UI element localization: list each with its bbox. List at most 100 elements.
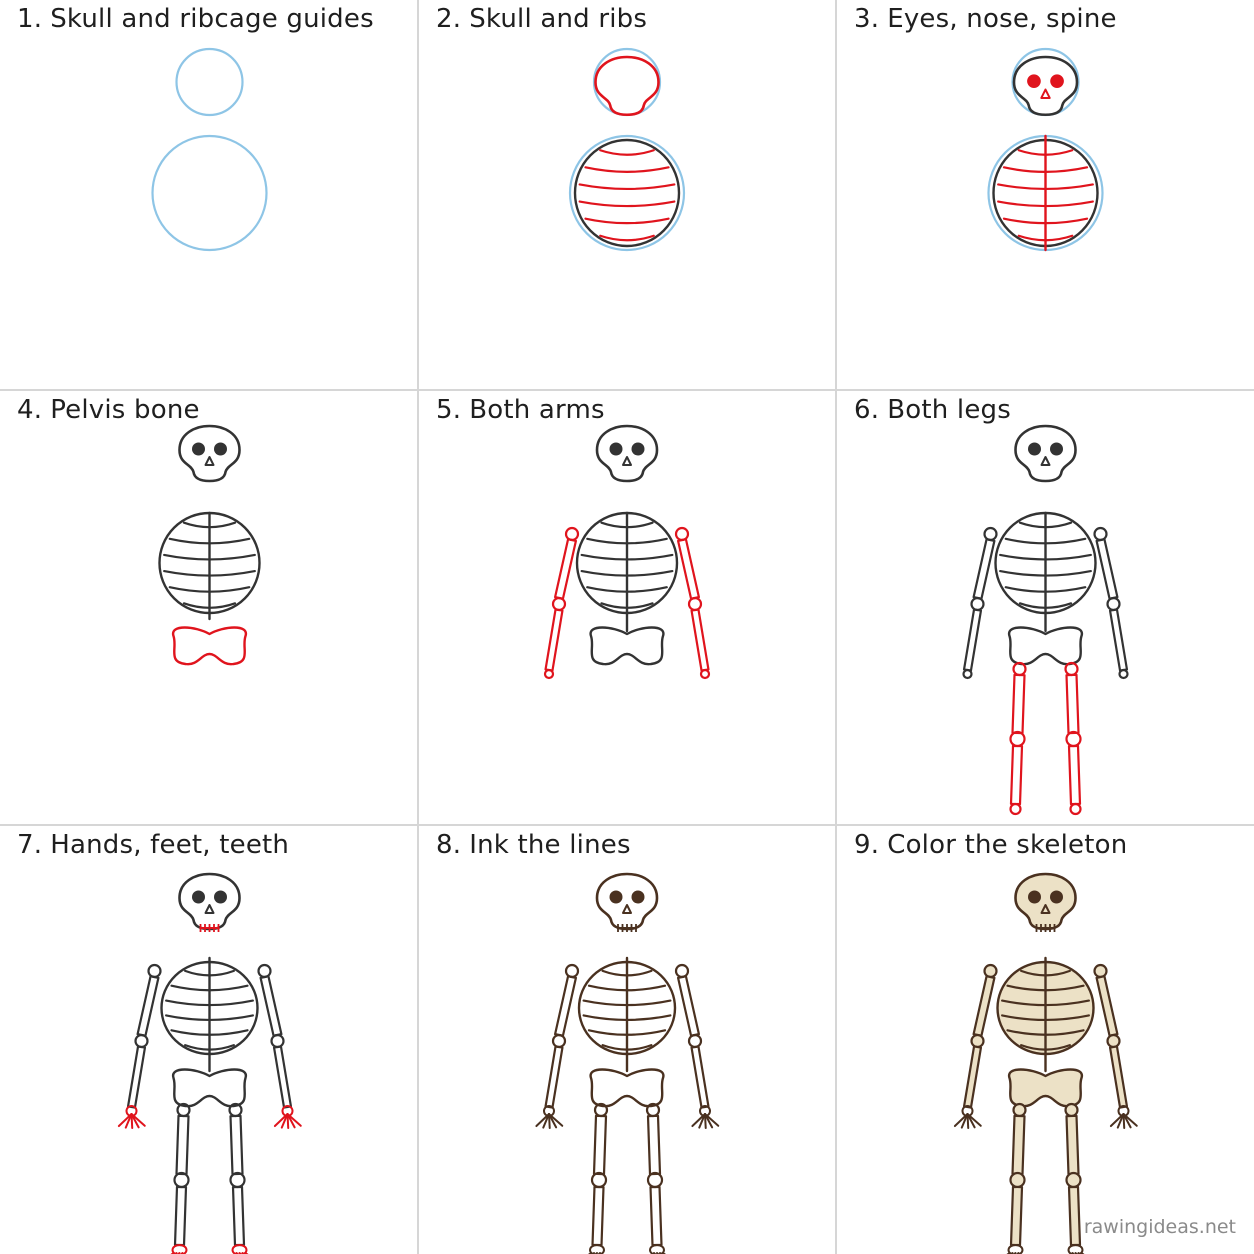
finger — [704, 1113, 720, 1127]
pelvis-bone — [1008, 626, 1083, 666]
nose-cavity — [622, 456, 632, 466]
left-eye-socket — [192, 890, 205, 904]
heel — [589, 1244, 605, 1254]
step-panel-2: 2.Skull and ribs — [419, 0, 835, 389]
skull-outline — [595, 424, 659, 483]
finger — [1109, 1113, 1125, 1128]
finger — [953, 1113, 969, 1128]
step-caption: 1.Skull and ribcage guides — [17, 4, 374, 34]
step-illustration-3 — [987, 47, 1104, 252]
finger — [548, 1113, 564, 1127]
forearm-bone — [962, 1045, 983, 1109]
right-eye-socket — [1050, 890, 1063, 904]
thigh-bone — [646, 1114, 662, 1176]
joint — [1064, 1102, 1079, 1118]
joint — [970, 1033, 985, 1049]
shin-bone — [1067, 744, 1082, 806]
shin-bone — [1067, 1185, 1082, 1247]
upper-arm-bone — [972, 538, 996, 600]
step-panel-4: 4.Pelvis bone — [0, 391, 417, 824]
upper-arm-bone — [676, 538, 701, 600]
shin-bone — [1009, 744, 1024, 806]
step-number: 6. — [854, 395, 880, 425]
forearm-bone — [690, 1045, 710, 1109]
rib — [578, 183, 676, 191]
step-caption: 8.Ink the lines — [436, 830, 631, 860]
thigh-bone — [175, 1114, 190, 1176]
finger — [286, 1113, 302, 1127]
step-panel-3: 3.Eyes, nose, spine — [837, 0, 1254, 389]
nose-cavity — [1040, 904, 1051, 914]
step-title: Eyes, nose, spine — [887, 4, 1117, 34]
skull-guide-circle — [592, 47, 662, 117]
joint — [551, 1033, 567, 1049]
shin-bone — [231, 1185, 246, 1247]
nose-cavity — [1040, 456, 1051, 466]
forearm-bone — [126, 1045, 147, 1109]
step-number: 1. — [17, 4, 43, 34]
left-eye-socket — [609, 890, 623, 904]
forearm-bone — [544, 608, 564, 672]
step-caption: 7.Hands, feet, teeth — [17, 830, 289, 860]
upper-arm-bone — [553, 538, 578, 600]
left-eye-socket — [1027, 74, 1041, 88]
ribcage-guide-circle — [151, 134, 268, 252]
skull-outline — [1014, 872, 1077, 931]
step-number: 3. — [854, 4, 880, 34]
left-eye-socket — [609, 442, 623, 456]
skull-outline — [178, 424, 241, 483]
heel — [649, 1244, 665, 1254]
forearm-bone — [1108, 608, 1129, 672]
finger — [117, 1113, 133, 1128]
forearm-bone — [1108, 1045, 1129, 1109]
left-eye-socket — [192, 442, 205, 456]
step-caption: 6.Both legs — [854, 395, 1011, 425]
joint — [962, 668, 973, 680]
ribcage-guide-circle — [568, 134, 686, 252]
step-number: 9. — [854, 830, 880, 860]
finger — [1122, 1113, 1138, 1127]
right-eye-socket — [631, 442, 645, 456]
skeleton-drawing — [962, 424, 1129, 816]
finger — [124, 1113, 133, 1129]
step-caption: 4.Pelvis bone — [17, 395, 200, 425]
joint — [1009, 802, 1022, 816]
grid-divider — [417, 0, 419, 1254]
step-number: 4. — [17, 395, 43, 425]
skeleton-drawing — [568, 47, 686, 252]
step-number: 2. — [436, 4, 462, 34]
thigh-bone — [229, 1114, 244, 1176]
heel — [171, 1244, 188, 1254]
step-illustration-1 — [151, 47, 268, 252]
step-title: Ink the lines — [469, 830, 631, 860]
step-caption: 9.Color the skeleton — [854, 830, 1127, 860]
left-eye-socket — [1028, 890, 1041, 904]
pelvis-bone — [589, 626, 665, 666]
forearm-bone — [962, 608, 983, 672]
step-panel-5: 5.Both arms — [419, 391, 835, 824]
shin-bone — [649, 1185, 663, 1247]
rib — [599, 234, 655, 242]
skeleton-drawing — [117, 872, 302, 1254]
joint — [270, 1033, 285, 1049]
step-illustration-8 — [535, 872, 720, 1254]
step-panel-1: 1.Skull and ribcage guides — [0, 0, 417, 389]
pelvis-bone — [172, 626, 247, 666]
grid-divider — [835, 0, 837, 1254]
joint — [1118, 668, 1129, 680]
step-number: 5. — [436, 395, 462, 425]
step-illustration-6 — [962, 424, 1129, 816]
step-title: Skull and ribs — [469, 4, 648, 34]
grid-divider — [0, 824, 1254, 826]
step-title: Skull and ribcage guides — [50, 4, 374, 34]
pelvis-bone — [589, 1068, 665, 1108]
step-title: Hands, feet, teeth — [50, 830, 290, 860]
skull-guide-circle — [1011, 47, 1080, 117]
joint — [134, 1033, 149, 1049]
finger — [273, 1113, 289, 1128]
upper-arm-bone — [1095, 975, 1119, 1037]
step-illustration-5 — [543, 424, 711, 680]
finger — [966, 1113, 982, 1127]
shin-bone — [591, 1185, 605, 1247]
